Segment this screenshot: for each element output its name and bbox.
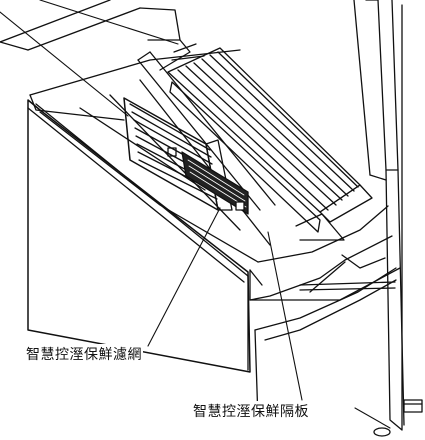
- lower-drawer: [254, 267, 397, 421]
- leader-lines: [0, 0, 391, 429]
- drawer-rail: [299, 254, 396, 293]
- cabinet-side-frame: [353, 0, 423, 437]
- drawer-front-panel: [27, 99, 251, 373]
- upper-shelf: [0, 0, 181, 51]
- callout-plate-label: 智慧控溼保鮮隔板: [192, 401, 310, 421]
- filter-window: [181, 151, 249, 215]
- callout-filter-label: 智慧控溼保鮮濾網: [25, 344, 143, 364]
- humidity-plate: [167, 43, 373, 241]
